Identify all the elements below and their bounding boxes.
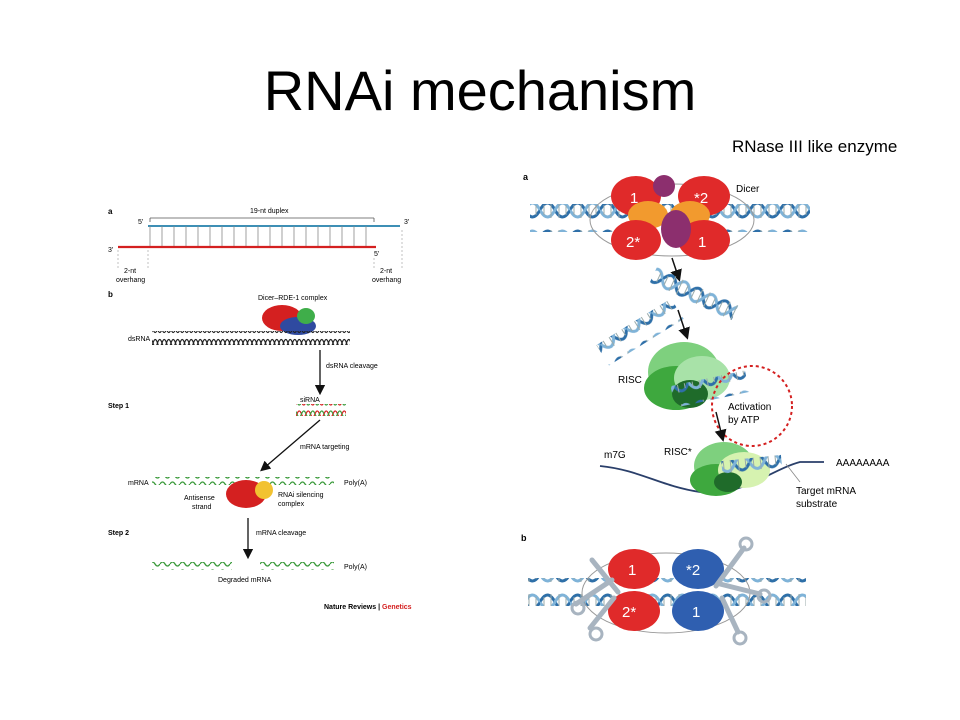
risc-star-label: RISC* [664,447,692,458]
degraded-wave-right [260,562,334,570]
credit-sub: Genetics [382,604,412,611]
right-panel-b-letter: b [521,533,527,543]
dsrna-label: dsRNA [128,336,151,343]
scissors-icon [570,536,772,646]
antisense-label-1: Antisense [184,495,215,502]
activation-label-2: by ATP [728,415,760,426]
target-pointer [785,463,801,483]
enzyme-note: RNase III like enzyme [732,137,898,156]
mrna-targeting-label: mRNA targeting [300,444,350,451]
journal-credit: Nature Reviews | Genetics [324,604,412,611]
overhang-right-2: overhang [372,277,401,284]
left-panel-a-letter: a [108,207,113,216]
panel-b-subunit-2star-bottom: 2* [622,604,636,621]
rnai-silencing-complex [226,480,273,508]
sirna-label: siRNA [300,397,320,404]
base-pairs [149,226,367,246]
degraded-wave-left [152,562,232,570]
arrow-to-risc-star [714,411,727,442]
dicer-label: Dicer [736,184,760,195]
arrow-mrna-targeting [260,419,321,472]
dsrna-cleavage-label: dsRNA cleavage [326,363,378,370]
dicer-subunit-2star-top: *2 [694,190,708,207]
right-panel-a-letter: a [523,172,529,182]
top-5prime: 5' [138,219,143,226]
dicer-subunit-2star-bottom: 2* [626,234,640,251]
target-label-1: Target mRNA [796,486,856,497]
silencing-label-2: complex [278,501,305,508]
dicer-enzyme [611,175,730,260]
overhang-left-1: 2-nt [124,268,136,275]
panel-b-subunit-1-top: 1 [628,562,636,579]
polya-label-2: Poly(A) [344,564,367,571]
step2-label: Step 2 [108,530,129,537]
target-label-2: substrate [796,499,838,510]
slide-title: RNAi mechanism [263,59,697,122]
dicer-subunit-1-bottom: 1 [698,234,706,251]
activation-label-1: Activation [728,402,771,413]
risc-bound-sirna [670,370,750,408]
mrna-cleavage-label: mRNA cleavage [256,530,306,537]
bottom-5prime: 5' [374,251,379,258]
polya-label: Poly(A) [344,480,367,487]
panel-b-dicer [608,549,724,631]
duplex-label: 19-nt duplex [250,208,289,215]
mrna-label: mRNA [128,480,149,487]
overhang-right-1: 2-nt [380,268,392,275]
bottom-3prime: 3' [108,247,113,254]
credit-sep: | [376,604,382,611]
m7g-label: m7G [604,450,626,461]
step1-label: Step 1 [108,403,129,410]
arrow-to-risc [677,309,690,340]
activation-circle [711,365,793,447]
sirna-helix-2 [596,298,684,366]
overhang-left-2: overhang [116,277,145,284]
dsrna-helix [152,331,350,345]
left-panel-b-letter: b [108,290,113,299]
panel-b-subunit-2star-top: *2 [686,562,700,579]
dicer-subunit-1-top: 1 [630,190,638,207]
antisense-label-2: strand [192,504,212,511]
dicer-rde1-complex [262,305,316,335]
panel-b-subunit-1-bottom: 1 [692,604,700,621]
sirna-helix [296,404,346,416]
polya-tail-label: AAAAAAAA [836,458,890,469]
sirna-helix-1 [649,262,741,322]
silencing-label-1: RNAi silencing [278,492,324,499]
risc-star-guide [721,454,783,480]
credit-main: Nature Reviews [324,604,376,611]
degraded-label: Degraded mRNA [218,577,272,584]
top-3prime: 3' [404,219,409,226]
risc-label: RISC [618,375,642,386]
complex-label: Dicer–RDE-1 complex [258,295,328,302]
